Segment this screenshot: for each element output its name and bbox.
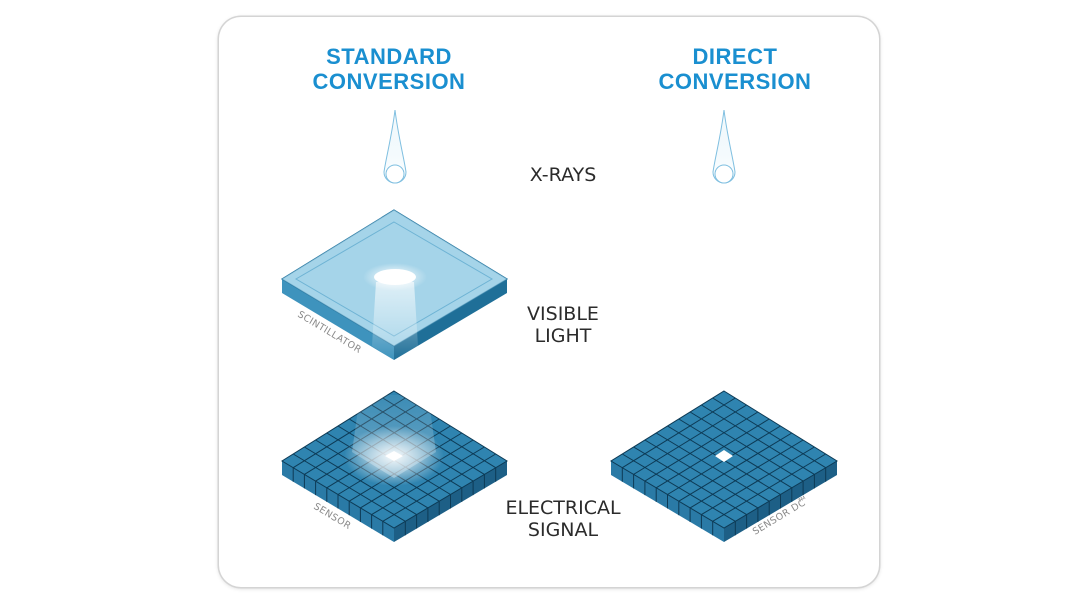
heading-standard-line1: STANDARD bbox=[326, 44, 452, 69]
sensor-dc-tm-mark: TM bbox=[797, 495, 807, 504]
xray-beam-standard bbox=[383, 109, 407, 184]
heading-standard-conversion: STANDARD CONVERSION bbox=[279, 44, 499, 94]
stage-xrays-text: X-RAYS bbox=[529, 164, 597, 186]
heading-standard-line2: CONVERSION bbox=[312, 69, 466, 94]
stage-visible-light-line1: VISIBLE bbox=[527, 303, 599, 325]
stage-electrical-signal-label: ELECTRICAL SIGNAL bbox=[463, 497, 663, 541]
stage-electrical-signal-line2: SIGNAL bbox=[527, 519, 599, 541]
stage-visible-light-label: VISIBLE LIGHT bbox=[463, 303, 663, 347]
scintillator-plate bbox=[280, 209, 509, 360]
heading-direct-conversion: DIRECT CONVERSION bbox=[625, 44, 845, 94]
xray-beam-direct bbox=[712, 109, 736, 184]
heading-direct-line2: CONVERSION bbox=[658, 69, 812, 94]
heading-direct-line1: DIRECT bbox=[692, 44, 778, 69]
stage-electrical-signal-line1: ELECTRICAL bbox=[505, 497, 621, 519]
stage-xrays-label: X-RAYS bbox=[463, 164, 663, 186]
stage-visible-light-line2: LIGHT bbox=[534, 325, 592, 347]
